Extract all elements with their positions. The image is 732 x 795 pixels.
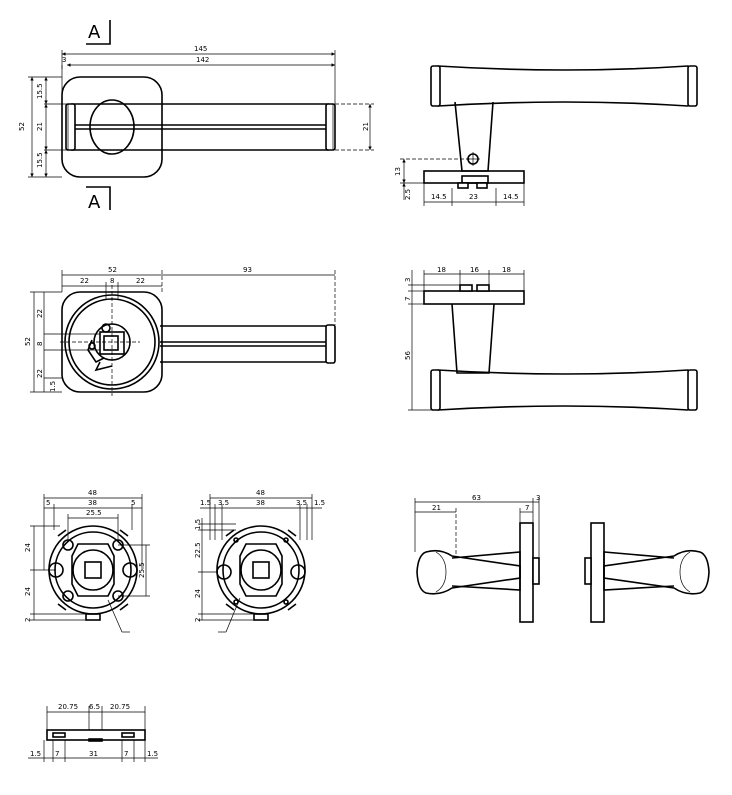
dim-front-left: 18 (437, 266, 446, 274)
dim-rose-b-b: 3.5 (218, 499, 229, 507)
dim-rose-a-right: 5 (131, 499, 135, 507)
rear-view: 52 93 22 8 22 52 22 8 22 1.5 (24, 266, 336, 396)
dim-side-base: 2.5 (404, 189, 412, 200)
top-view: A A 145 142 3 52 15.5 21 (18, 20, 374, 213)
dim-front-height: 56 (404, 351, 412, 360)
dim-rear-bottom: 1.5 (49, 381, 57, 392)
dim-rose-b-d: 1.5 (314, 499, 325, 507)
dim-profile-length: 63 (472, 494, 481, 502)
dim-plate-right: 20.75 (110, 703, 130, 711)
dim-top-height: 52 (18, 122, 26, 131)
dim-rose-a-upper: 24 (24, 543, 32, 552)
dim-rear-width: 52 (108, 266, 117, 274)
dim-rose-a-inner: 38 (88, 499, 97, 507)
dim-top-right: 21 (362, 122, 370, 131)
dim-rear-height: 52 (24, 337, 32, 346)
dim-profile-front: 21 (432, 504, 441, 512)
dim-rear-lever: 93 (243, 266, 252, 274)
dim-plate-left: 20.75 (58, 703, 78, 711)
dim-plate-a: 1.5 (30, 750, 41, 758)
dim-side-right: 14.5 (503, 193, 519, 201)
rose-a-view: 48 5 38 5 25.5 24 24 2 25.5 (24, 489, 150, 633)
dim-side-left: 14.5 (431, 193, 447, 201)
dim-rose-a-lower: 24 (24, 587, 32, 596)
dim-rose-a-left: 5 (46, 499, 50, 507)
dim-rose-b-lower: 24 (194, 589, 202, 598)
dim-top-middle: 21 (36, 122, 44, 131)
dim-plate-b: 7 (55, 750, 59, 758)
dim-rose-a-bottom: 2 (24, 618, 32, 622)
dim-rose-a-width: 48 (88, 489, 97, 497)
dim-plate-e: 1.5 (147, 750, 158, 758)
dim-top-overall: 145 (194, 45, 207, 53)
dim-rose-b-upper: 22.5 (194, 542, 202, 558)
dim-rose-b-c: 3.5 (296, 499, 307, 507)
dim-plate-c: 31 (89, 750, 98, 758)
dim-front-gap: 3 (404, 278, 412, 282)
dim-rose-a-hole: 25.5 (86, 509, 102, 517)
dim-front-right: 18 (502, 266, 511, 274)
dim-rear-mid: 8 (110, 277, 114, 285)
dim-rear-middle: 8 (36, 342, 44, 346)
side-view: 13 2.5 14.5 23 14.5 (394, 65, 698, 206)
dim-rose-b-a: 1.5 (200, 499, 211, 507)
plate-view: 20.75 6.5 20.75 1.5 7 31 7 1.5 (28, 703, 158, 762)
dim-side-center: 23 (469, 193, 478, 201)
section-marker-top: A (88, 22, 101, 43)
dim-plate-center: 6.5 (89, 703, 100, 711)
dim-top-inner: 142 (196, 56, 209, 64)
dim-side-height: 13 (394, 167, 402, 176)
dim-rear-left: 22 (80, 277, 89, 285)
dim-plate-d: 7 (124, 750, 128, 758)
rose-b-view: 48 1.5 3.5 38 3.5 1.5 1.5 22.5 24 2 (194, 489, 325, 633)
dim-top-offset: 3 (62, 56, 66, 64)
dim-profile-gap: 3 (536, 494, 540, 502)
dim-front-center: 16 (470, 266, 479, 274)
front-view: 18 16 18 3 7 56 (404, 266, 698, 411)
dim-rose-b-width: 48 (256, 489, 265, 497)
section-marker-bottom: A (88, 192, 101, 213)
dim-rose-b-top: 1.5 (194, 519, 202, 530)
profile-view: 63 3 21 7 (414, 494, 710, 623)
dim-profile-rose: 7 (525, 504, 529, 512)
dim-rear-lower: 22 (36, 369, 44, 378)
dim-rear-upper: 22 (36, 309, 44, 318)
dim-top-lower: 15.5 (36, 152, 44, 168)
dim-rear-right: 22 (136, 277, 145, 285)
dim-rose-b-inner: 38 (256, 499, 265, 507)
dim-top-upper: 15.5 (36, 83, 44, 99)
dim-rose-a-side: 25.5 (138, 562, 146, 578)
dim-rose-b-bottom: 2 (194, 618, 202, 622)
dim-front-rose: 7 (404, 297, 412, 301)
